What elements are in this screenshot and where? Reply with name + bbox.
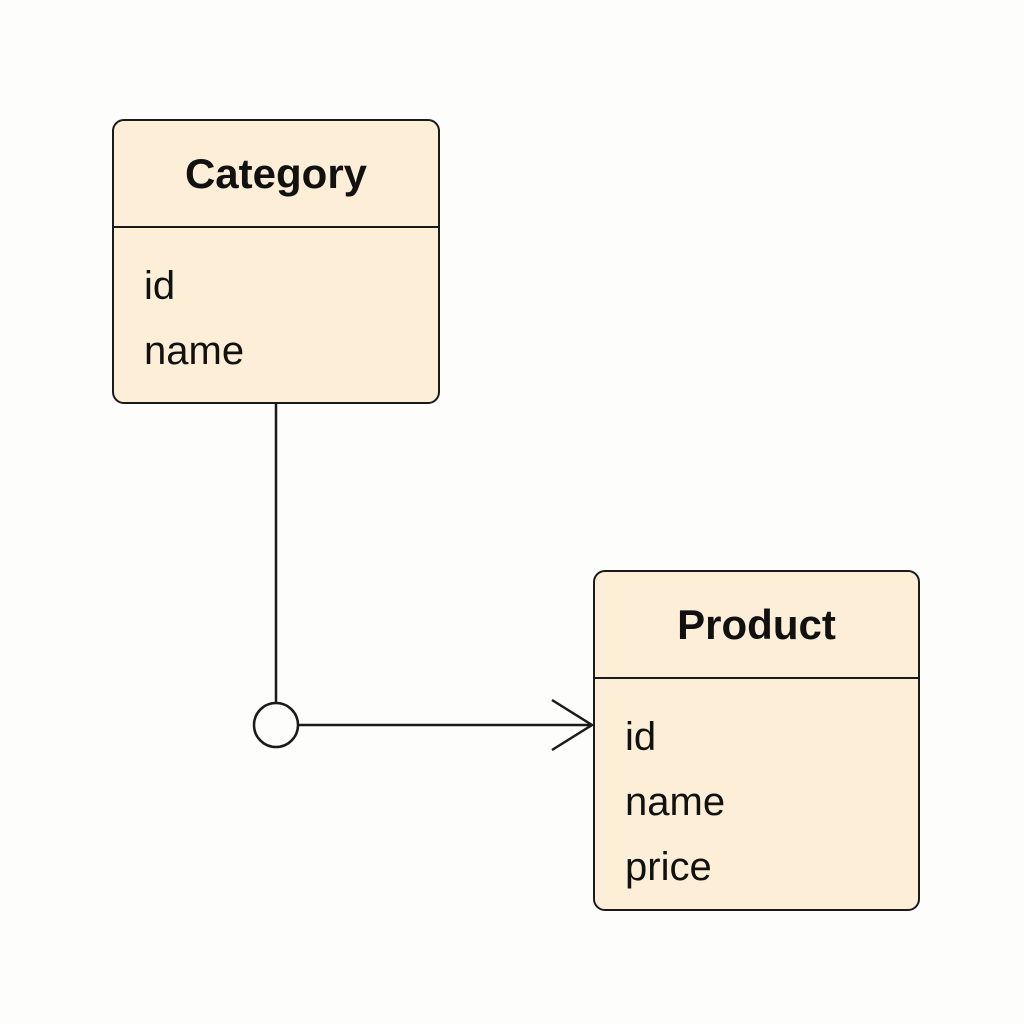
attribute-id: id — [625, 715, 657, 759]
entity-title: Product — [595, 572, 918, 679]
entity-title: Category — [114, 121, 438, 228]
attribute-name: name — [625, 780, 726, 824]
attribute-name: name — [144, 329, 245, 373]
attribute-id: id — [144, 264, 176, 308]
attribute-price: price — [625, 845, 712, 889]
entity-attributes: id name — [114, 228, 438, 384]
product-entity[interactable]: Product id name price — [593, 570, 920, 911]
entity-attributes: id name price — [595, 679, 918, 900]
optional-circle-marker — [252, 701, 300, 749]
category-entity[interactable]: Category id name — [112, 119, 440, 404]
arrowhead-marker — [551, 698, 595, 752]
